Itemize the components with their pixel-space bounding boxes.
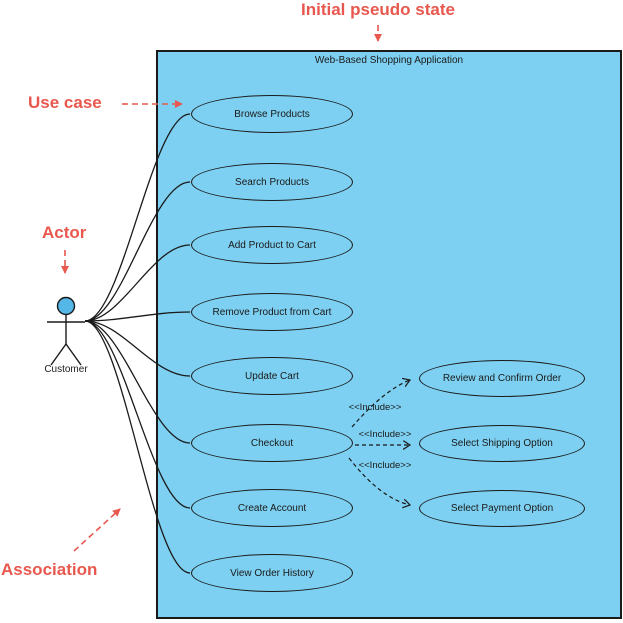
- include-stereotype-label: <<Include>>: [358, 429, 412, 440]
- include-stereotype-label: <<Include>>: [358, 460, 412, 471]
- actor-left-leg: [50, 343, 67, 366]
- use-case-label: Update Cart: [245, 370, 299, 382]
- association-line-add-product-to-cart: [84, 244, 191, 322]
- system-boundary-title: Web-Based Shopping Application: [314, 55, 464, 66]
- association-line-browse-products: [84, 113, 191, 322]
- include-arrow-select-payment-option: [348, 457, 410, 505]
- association-line-create-account: [84, 320, 191, 509]
- use-case-label: Search Products: [235, 176, 309, 188]
- annotation-arrow-association: [73, 508, 121, 552]
- use-case-label: Browse Products: [234, 108, 310, 120]
- use-case-label: Select Payment Option: [450, 503, 554, 514]
- use-case-browse-products[interactable]: Browse Products: [191, 95, 353, 133]
- use-case-add-product-to-cart[interactable]: Add Product to Cart: [191, 226, 353, 264]
- actor-figure[interactable]: [47, 296, 85, 366]
- use-case-label: Create Account: [237, 502, 307, 514]
- use-case-checkout[interactable]: Checkout: [191, 424, 353, 462]
- association-line-view-order-history: [84, 320, 191, 574]
- use-case-label: Add Product to Cart: [228, 239, 316, 251]
- annotation-arrows: [61, 25, 382, 552]
- use-case-review-and-confirm-order[interactable]: Review and Confirm Order: [419, 360, 585, 397]
- actor-head-icon: [56, 296, 76, 316]
- use-case-view-order-history[interactable]: View Order History: [191, 554, 353, 592]
- annotation-association: Association: [1, 560, 98, 579]
- use-case-create-account[interactable]: Create Account: [191, 489, 353, 527]
- association-line-remove-product-from-cart: [84, 311, 191, 322]
- association-line-search-products: [84, 181, 191, 322]
- use-case-search-products[interactable]: Search Products: [191, 163, 353, 201]
- use-case-label: Review and Confirm Order: [442, 373, 562, 384]
- use-case-select-payment-option[interactable]: Select Payment Option: [419, 490, 585, 527]
- association-lines: [84, 113, 191, 574]
- include-arrow-review-confirm-order: [351, 380, 410, 428]
- actor-name-label: Customer: [44, 364, 88, 375]
- use-case-label: Remove Product from Cart: [212, 306, 332, 318]
- use-case-label: Select Shipping Option: [451, 438, 553, 449]
- include-stereotype-label: <<Include>>: [348, 402, 402, 413]
- use-case-label: Checkout: [250, 437, 294, 449]
- use-case-select-shipping-option[interactable]: Select Shipping Option: [419, 425, 585, 462]
- use-case-label: View Order History: [230, 567, 314, 579]
- use-case-update-cart[interactable]: Update Cart: [191, 357, 353, 395]
- annotation-actor: Actor: [42, 223, 87, 242]
- include-arrows: [348, 380, 410, 505]
- association-line-checkout: [84, 320, 191, 444]
- use-case-remove-product-from-cart[interactable]: Remove Product from Cart: [191, 293, 353, 331]
- association-line-update-cart: [84, 320, 191, 377]
- actor-right-leg: [65, 343, 82, 366]
- annotation-initial-pseudo-state: Initial pseudo state: [301, 0, 455, 19]
- annotation-use-case: Use case: [28, 93, 102, 112]
